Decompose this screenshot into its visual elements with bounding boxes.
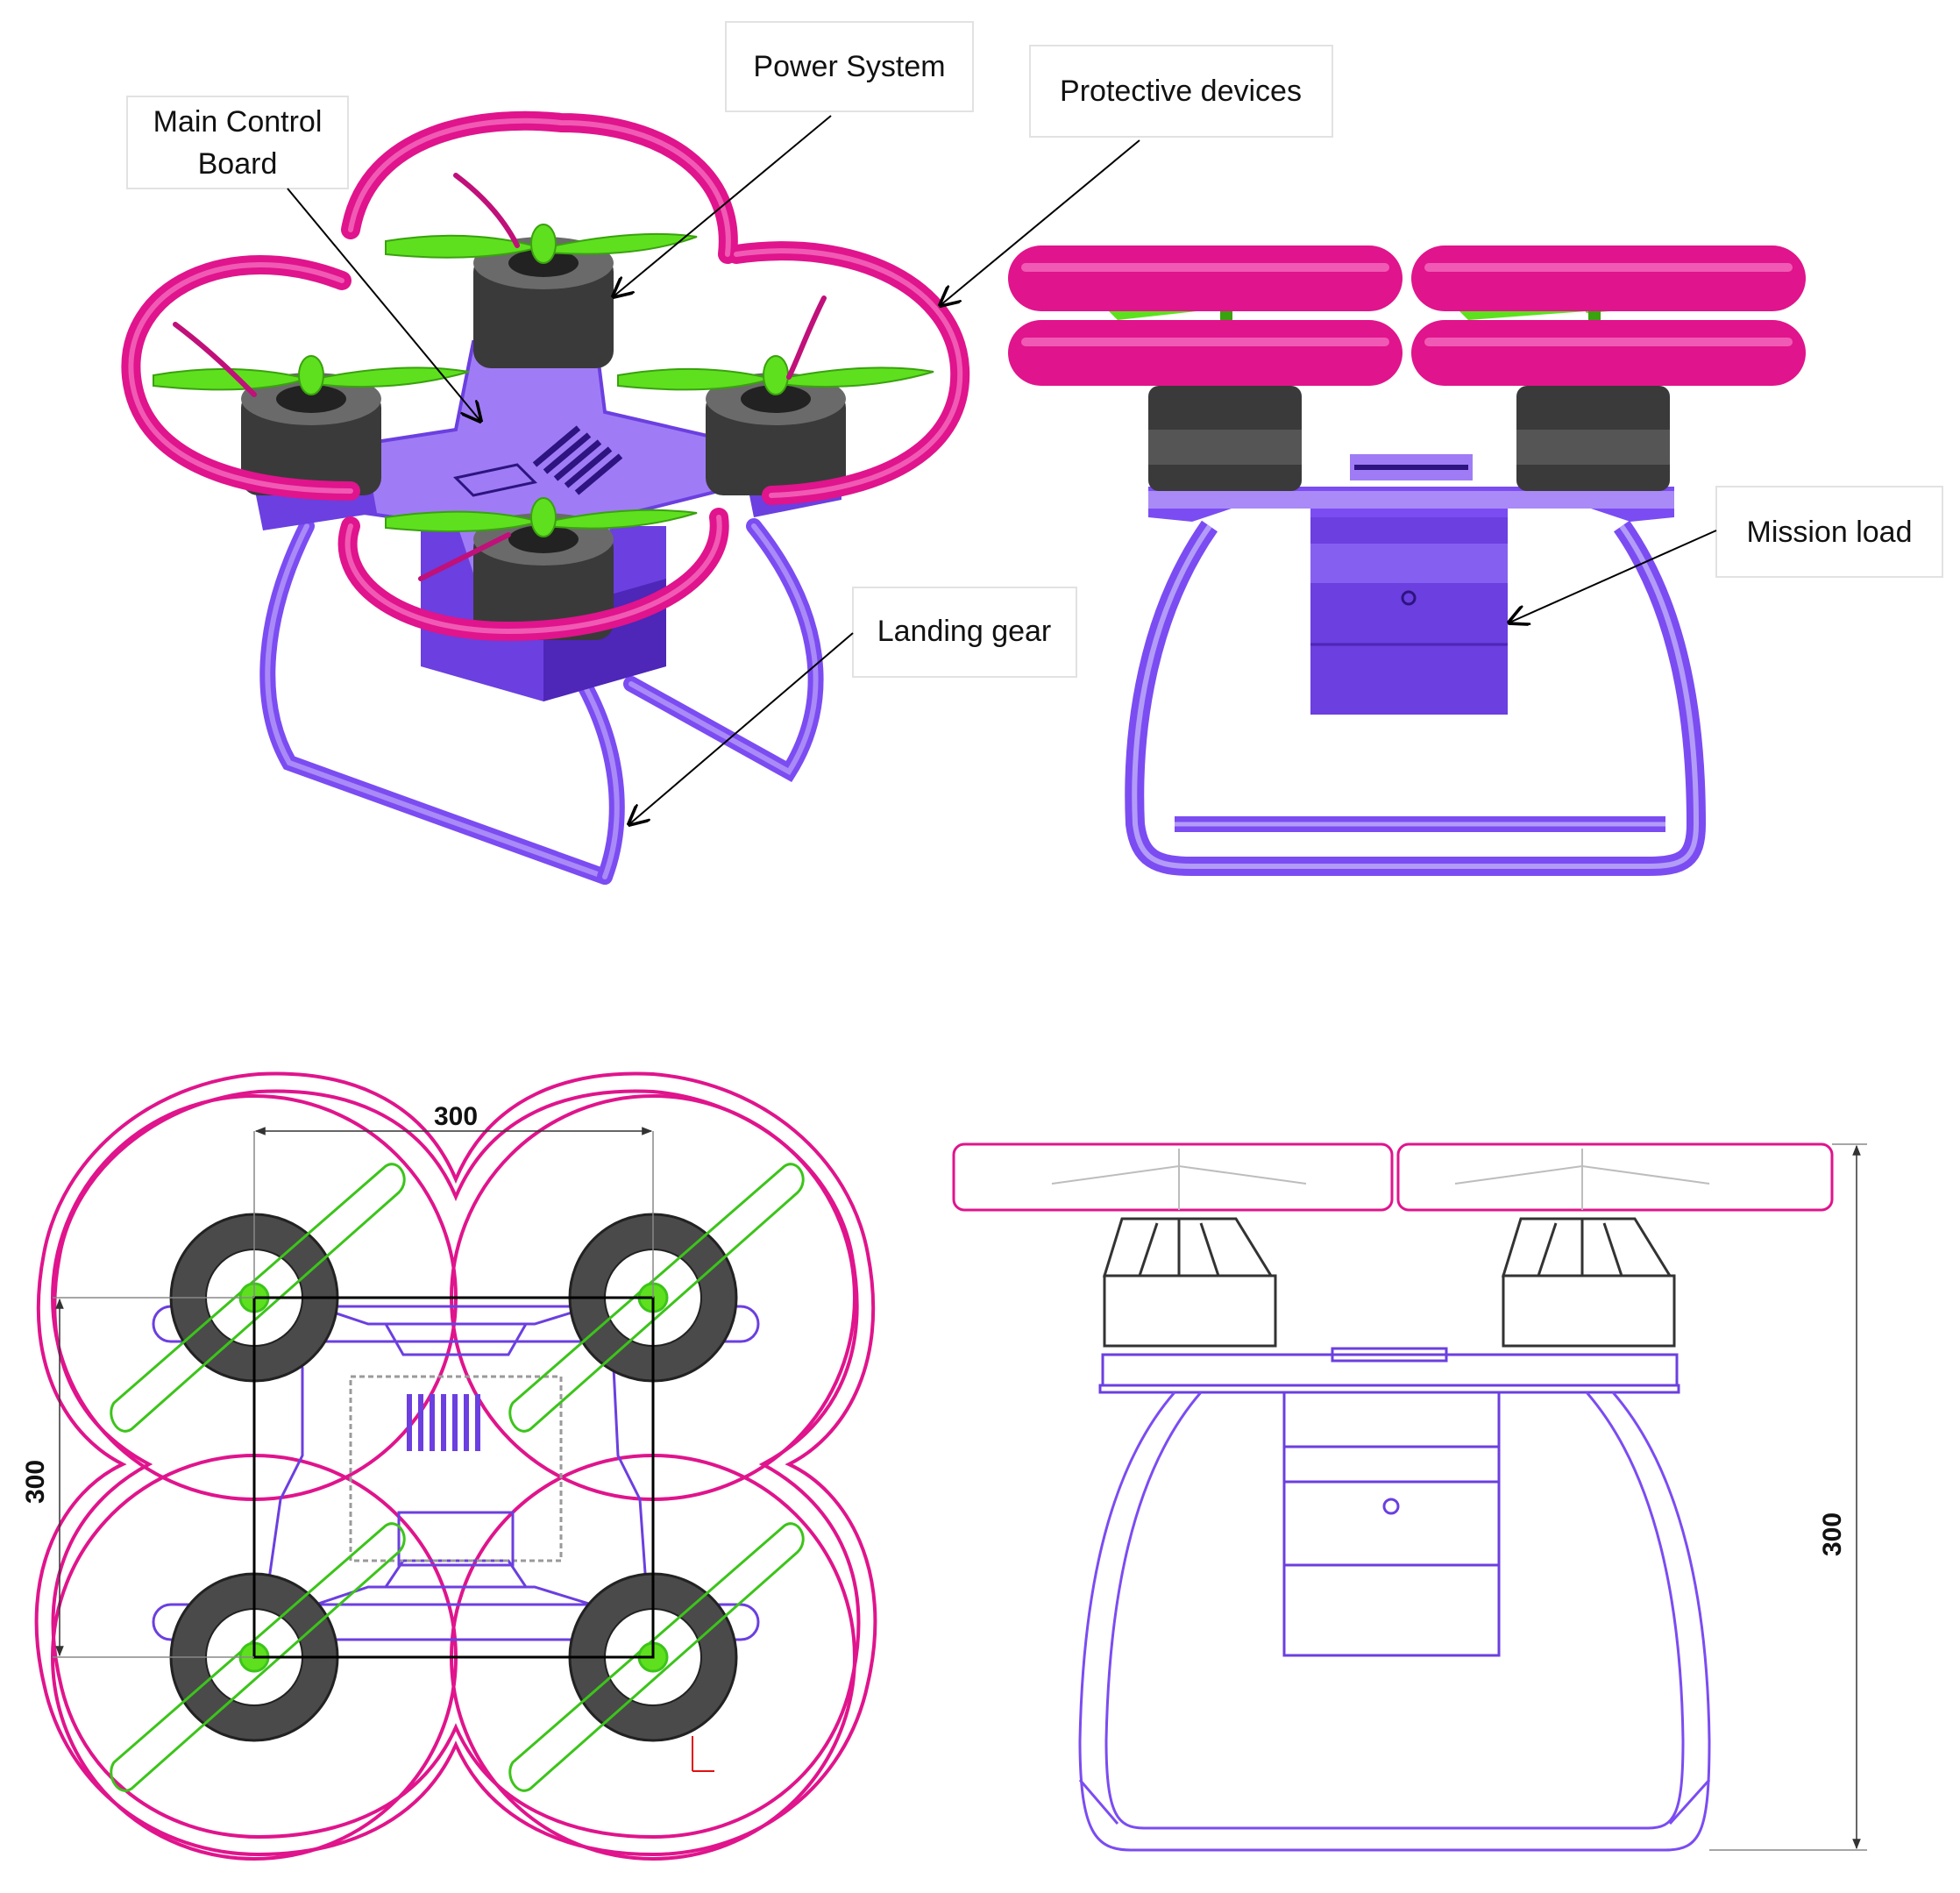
- motor-side-render-right: [1516, 386, 1670, 491]
- board-vents-iso: [532, 425, 623, 495]
- callout-landing-gear: Landing gear: [629, 587, 1077, 824]
- motor-side-ortho-right: [1501, 1217, 1676, 1348]
- dimension-side-height: 300: [1709, 1143, 1867, 1851]
- dimension-top-height: 300: [21, 1297, 254, 1658]
- dimension-top-width: 300: [253, 1102, 654, 1298]
- callout-label-landing-gear: Landing gear: [877, 615, 1052, 648]
- callout-label-mission-load: Mission load: [1747, 516, 1913, 549]
- motor-side-render-left: [1148, 386, 1302, 491]
- isometric-view: Main Control Board Power System Protecti…: [121, 21, 1333, 885]
- motor-side-ortho-left: [1102, 1217, 1277, 1348]
- coordinate-axes-icon: [692, 1736, 714, 1772]
- callout-label-main-control-1: Main Control: [153, 105, 323, 139]
- guard-outline-top: [34, 1071, 877, 1861]
- landing-gear-side-ortho: [1078, 1391, 1711, 1852]
- dimension-label-side-height: 300: [1818, 1512, 1847, 1556]
- dimension-label-top-width: 300: [434, 1102, 478, 1131]
- dimension-label-top-height: 300: [21, 1460, 50, 1504]
- guards-side-render: [1008, 246, 1806, 386]
- frame-side-render: [1148, 454, 1674, 522]
- callout-label-main-control-2: Board: [198, 147, 278, 181]
- side-render-view: Mission load: [1008, 246, 1943, 876]
- callout-protective-devices: Protective devices: [941, 45, 1333, 305]
- top-orthographic-view: 300 300: [21, 1071, 877, 1861]
- callout-mission-load: Mission load: [1509, 486, 1943, 623]
- mission-load-box-side-render: [1310, 509, 1508, 715]
- callout-label-power-system: Power System: [753, 50, 945, 83]
- callout-main-control-board: Main Control Board: [126, 96, 480, 421]
- guards-side-ortho: [952, 1142, 1834, 1212]
- side-orthographic-view: 300: [952, 1142, 1867, 1852]
- frame-side-ortho: [1098, 1347, 1680, 1394]
- board-window-top: [397, 1511, 515, 1567]
- propellers-iso: [153, 224, 934, 537]
- protective-guards-iso: [121, 110, 970, 642]
- landing-gear-side-render: [1125, 520, 1707, 876]
- callout-label-protective-devices: Protective devices: [1060, 75, 1302, 108]
- mission-load-side-ortho: [1282, 1391, 1501, 1657]
- wheelbase-square: [252, 1296, 655, 1659]
- callout-power-system: Power System: [614, 21, 974, 296]
- board-vents-top: [407, 1394, 480, 1451]
- propeller-ghosts-side-ortho: [1051, 1149, 1710, 1210]
